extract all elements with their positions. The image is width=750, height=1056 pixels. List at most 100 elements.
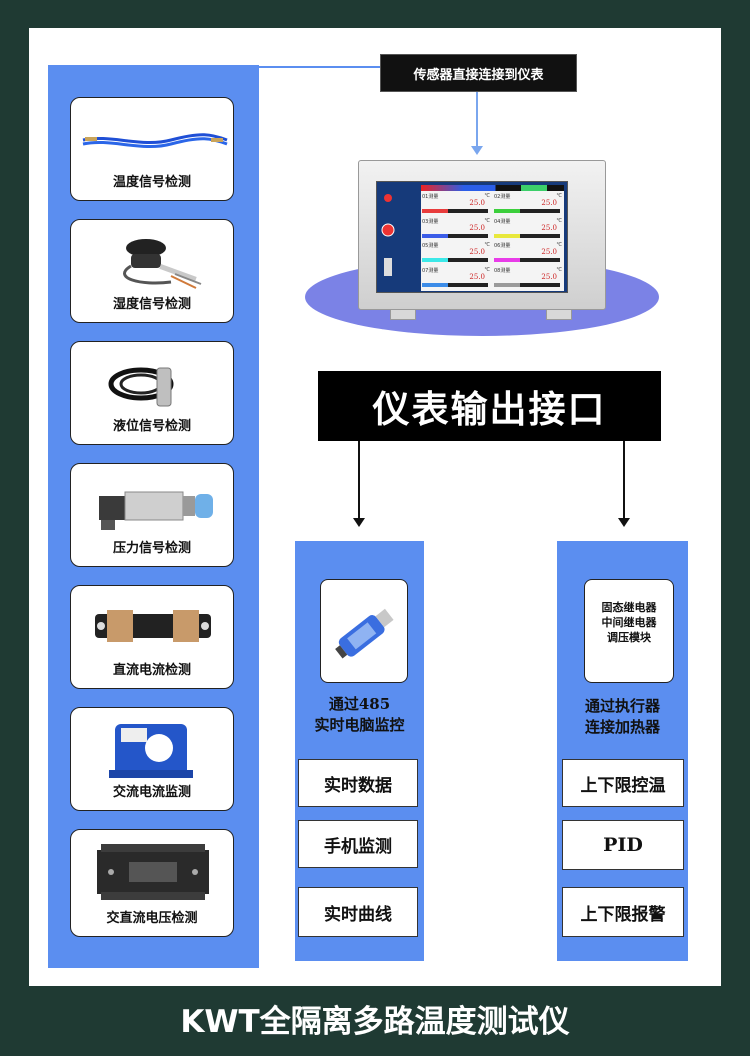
channel-bar-color [422, 233, 448, 238]
channel-name: 07测量 [422, 267, 439, 274]
channel-unit: ℃ [556, 193, 562, 199]
channel-value: 25.0 [541, 272, 557, 281]
sensor-card-level: 液位信号检测 [70, 341, 234, 445]
feature-realtime-data: 实时数据 [298, 759, 418, 807]
channel-unit: ℃ [484, 242, 490, 248]
channel-unit: ℃ [484, 217, 490, 224]
pc-monitor-caption: 通过485 实时电脑监控 [295, 694, 424, 736]
shunt-resistor-icon [95, 610, 211, 642]
channel-bar [494, 209, 560, 213]
channel-name: 08测量 [494, 267, 511, 274]
channel-name: 06测量 [494, 243, 511, 249]
sensor-label: 交直流电压检测 [106, 911, 198, 926]
relay-item: 调压模块 [607, 631, 651, 644]
sensor-card-pressure: 压力信号检测 [70, 463, 234, 567]
usb-converter-card [320, 579, 408, 683]
channel-bar-color [422, 209, 448, 213]
channel-bar [494, 258, 560, 262]
channel-name: 05测量 [422, 243, 439, 249]
channel-unit: ℃ [484, 266, 490, 273]
current-transformer-icon [109, 724, 193, 778]
sensor-label: 湿度信号检测 [112, 297, 191, 312]
feature-limit-control: 上下限控温 [562, 759, 684, 807]
relay-list: 固态继电器 中间继电器 调压模块 [585, 600, 673, 645]
channel-value: 25.0 [541, 248, 557, 256]
sensor-card-humidity: 湿度信号检测 [70, 219, 234, 323]
channel-bar [494, 233, 560, 238]
sensor-label: 温度信号检测 [112, 175, 191, 190]
channel-bar-color [494, 209, 520, 213]
pressure-transmitter-icon [99, 491, 213, 530]
channel-name: 01测量 [422, 194, 439, 200]
feature-mobile-monitor: 手机监测 [298, 820, 418, 868]
relay-card: 固态继电器 中间继电器 调压模块 [584, 579, 674, 683]
caption-line: 实时电脑监控 [314, 716, 405, 734]
channel-value: 25.0 [469, 199, 485, 207]
channel-bar [422, 258, 488, 262]
product-title: KWT全隔离多路温度测试仪 [180, 1004, 570, 1040]
channel-value: 25.0 [469, 248, 485, 256]
arrow-down-icon [618, 441, 630, 527]
caption-line: 通过执行器 [584, 697, 660, 715]
channel-value: 25.0 [541, 223, 557, 232]
channel-bar [494, 282, 560, 287]
connector-line [258, 66, 380, 68]
usb-485-converter-icon [335, 608, 394, 659]
channel-unit: ℃ [556, 242, 562, 248]
channel-bar [422, 233, 488, 238]
sensor-card-voltage: 交直流电压检测 [70, 829, 234, 937]
channel-bar-color [494, 282, 520, 287]
relay-item: 中间继电器 [601, 616, 657, 629]
channel-bar [422, 209, 488, 213]
channel-bar [422, 282, 488, 287]
arrow-down-icon [471, 92, 483, 155]
feature-realtime-curve: 实时曲线 [298, 887, 418, 937]
channel-value: 25.0 [469, 223, 485, 232]
channel-unit: ℃ [556, 217, 562, 224]
channel-bar-color [494, 233, 520, 238]
humidity-probe-icon [123, 239, 202, 289]
sensor-label: 压力信号检测 [112, 541, 191, 556]
thermocouple-wire-icon [82, 133, 228, 148]
caption-line: 连接加热器 [584, 718, 660, 736]
channel-bar-color [422, 258, 448, 262]
sensor-card-dc-current: 直流电流检测 [70, 585, 234, 689]
channel-value: 25.0 [469, 272, 485, 281]
channel-unit: ℃ [556, 266, 562, 273]
channel-bar-color [494, 258, 520, 262]
power-icon [381, 194, 395, 276]
sensor-label: 直流电流检测 [112, 663, 191, 678]
channel-name: 02测量 [494, 194, 511, 200]
voltage-module-icon [97, 844, 209, 900]
output-interface-title: 仪表输出接口 [318, 371, 661, 441]
top-caption: 传感器直接连接到仪表 [380, 54, 577, 92]
sensor-label: 液位信号检测 [112, 419, 191, 434]
channel-unit: ℃ [484, 193, 490, 199]
channel-bar-color [422, 282, 448, 287]
relay-item: 固态继电器 [601, 601, 657, 614]
channel-name: 03测量 [422, 218, 439, 225]
channel-name: 04测量 [494, 218, 511, 225]
sensor-card-temperature: 温度信号检测 [70, 97, 234, 201]
sensor-card-ac-current: 交流电流监测 [70, 707, 234, 811]
screen-header [421, 185, 564, 191]
channel-value: 25.0 [541, 199, 557, 207]
arrow-down-icon [353, 441, 365, 527]
actuator-caption: 通过执行器 连接加热器 [557, 696, 688, 738]
feature-pid: PID [562, 820, 684, 870]
feature-limit-alarm: 上下限报警 [562, 887, 684, 937]
sensor-label: 交流电流监测 [112, 785, 191, 800]
caption-line: 通过485 [328, 695, 391, 713]
level-sensor-icon [108, 367, 174, 407]
